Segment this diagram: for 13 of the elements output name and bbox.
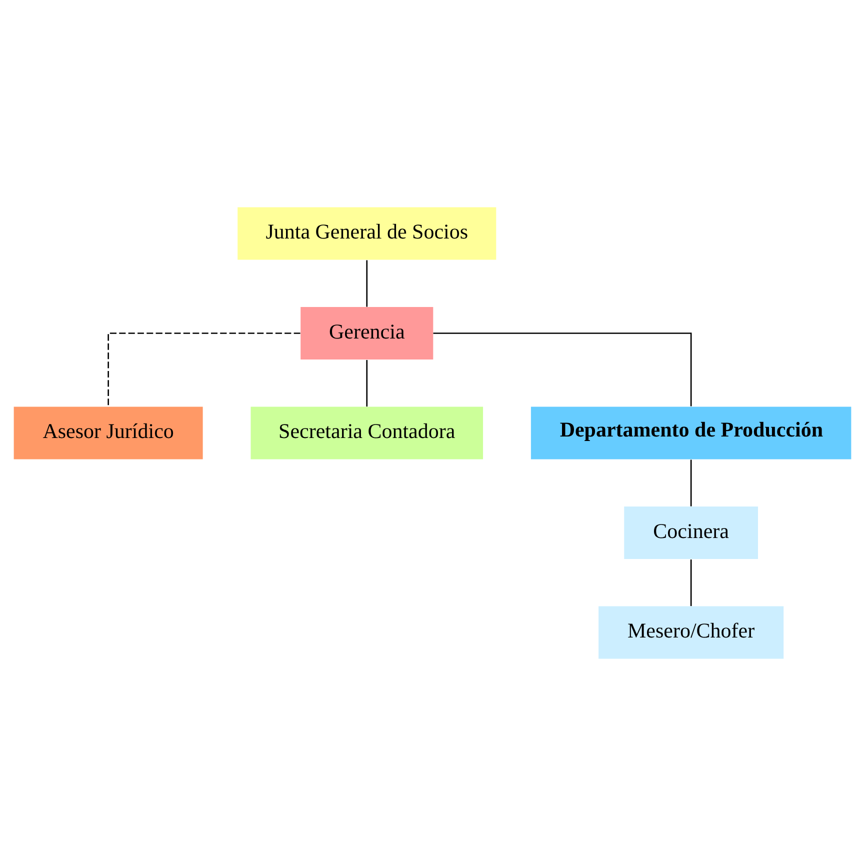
node-box: Departamento de Producción (530, 406, 852, 460)
node-box: Gerencia (300, 307, 434, 360)
node-box: Asesor Jurídico (14, 406, 203, 460)
connector (108, 332, 300, 406)
node-box: Secretaria Contadora (250, 406, 484, 460)
node-box: Mesero/Chofer (598, 606, 784, 659)
connector (433, 332, 692, 406)
connector (690, 460, 692, 506)
connector (366, 360, 368, 407)
connector (366, 260, 368, 307)
node-box: Cocinera (624, 506, 758, 559)
connector (690, 559, 692, 606)
node-box: Junta General de Socios (238, 207, 496, 260)
